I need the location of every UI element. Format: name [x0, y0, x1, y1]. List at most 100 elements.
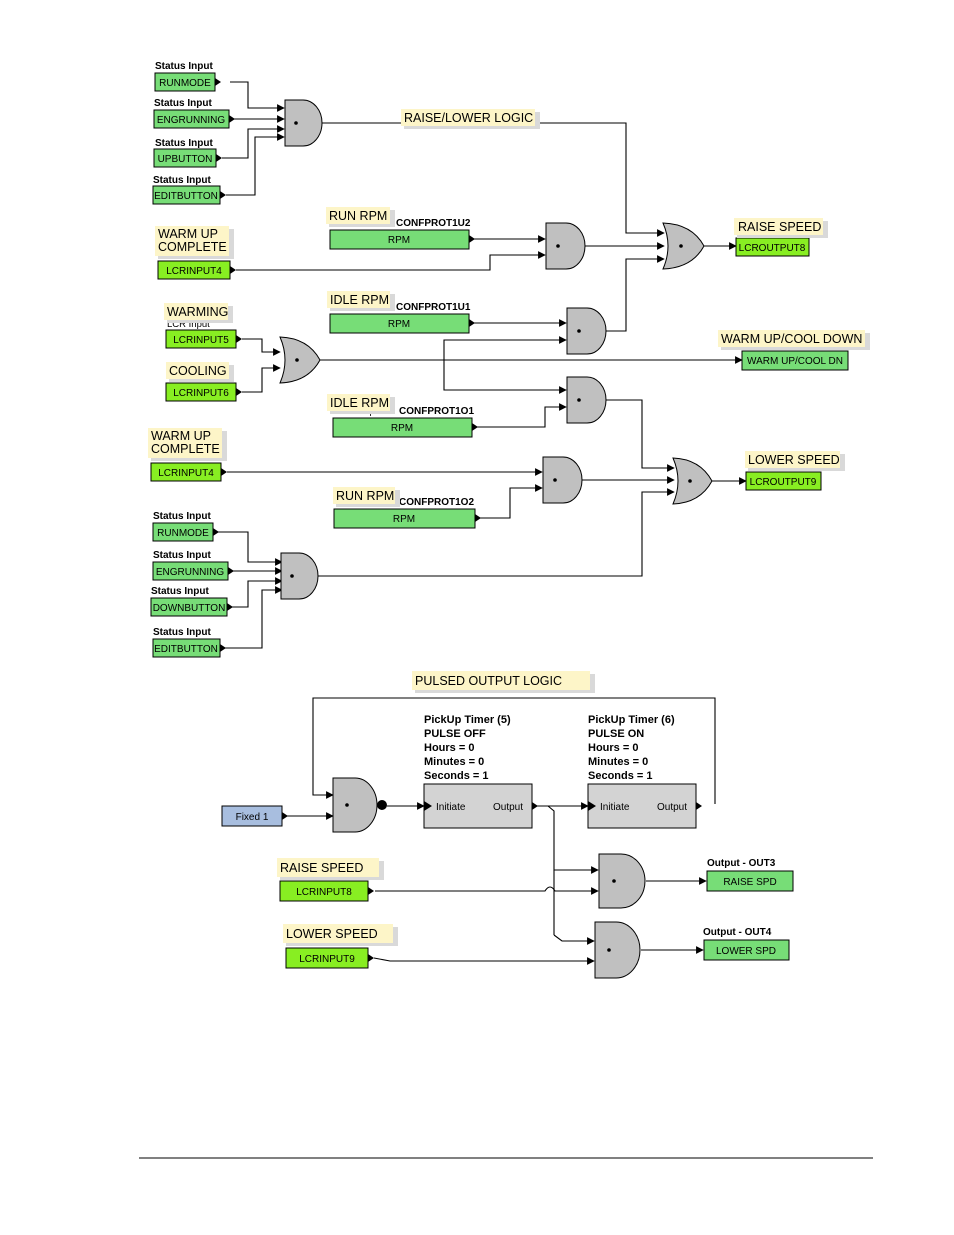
warm-up-cool-dn-output: WARM UP/COOL DN — [741, 350, 849, 371]
confprot-label: CONFPROT1U2 — [396, 218, 471, 229]
pickup-timer-5: PickUp Timer (5) PULSE OFF Hours = 0 Min… — [423, 714, 538, 829]
note-text: LOWER SPEED — [748, 453, 840, 467]
rpm-input-idle-top: CONFPROT1U1 RPM — [329, 302, 475, 334]
output-label: LCROUTPUT8 — [739, 243, 806, 254]
timer-output: Output — [657, 802, 687, 813]
input-label: LCRINPUT6 — [173, 388, 229, 399]
input-label: RUNMODE — [159, 78, 211, 89]
and-gate-lower-buttons — [280, 552, 319, 600]
lower-status-inputs: RUNMODE ENGRUNNING DOWNBUTTON EDITBUTTON — [150, 522, 234, 658]
and-gate-run-rpm — [545, 222, 586, 270]
rpm-label: RPM — [388, 235, 410, 246]
input-label: DOWNBUTTON — [153, 603, 226, 614]
note-run-rpm-top: RUN RPM — [326, 207, 395, 227]
input-label: LCRINPUT9 — [299, 954, 355, 965]
note-warm-up-complete-bottom: WARM UP COMPLETE — [148, 428, 227, 461]
lcr-input-caption: LCR Input — [167, 319, 210, 330]
rpm-label: RPM — [388, 319, 410, 330]
gates — [279, 99, 713, 979]
raise-spd-output: Output - OUT3 RAISE SPD — [706, 858, 794, 892]
raise-status-inputs: RUNMODE ENGRUNNING UPBUTTON EDITBUTTON — [152, 72, 235, 205]
status-input-editbutton: EDITBUTTON — [152, 638, 226, 658]
input-label: EDITBUTTON — [154, 644, 218, 655]
status-input-runmode: RUNMODE — [152, 522, 219, 542]
confprot-label: CONFPROT1O1 — [399, 406, 474, 417]
note-text: WARMING — [167, 305, 228, 319]
note-raise-lower-logic: RAISE/LOWER LOGIC — [401, 109, 540, 129]
status-input-label: Status Input — [154, 98, 212, 109]
status-input-label: Status Input — [153, 627, 211, 638]
lower-spd-output: Output - OUT4 LOWER SPD — [703, 927, 790, 961]
timer-hours: Hours = 0 — [588, 742, 638, 754]
output-label: LCROUTPUT9 — [750, 477, 817, 488]
note-idle-rpm-bottom: IDLE RPM — [327, 394, 395, 414]
rpm-label: RPM — [393, 514, 415, 525]
rpm-input-run-top: CONFPROT1U2 RPM — [329, 218, 475, 250]
output-label: RAISE SPD — [723, 877, 776, 888]
timer-title: PickUp Timer (6) — [588, 714, 675, 726]
status-input-upbutton: UPBUTTON — [153, 148, 222, 168]
status-input-labels: Status Input Status Input Status Input S… — [151, 61, 213, 638]
note-labels: RAISE/LOWER LOGIC WARM UP COMPLETE RUN R… — [148, 109, 870, 946]
input-label: RUNMODE — [157, 528, 209, 539]
lcr-input-4-bottom: LCRINPUT4 — [150, 462, 227, 482]
lcr-input-8: LCRINPUT8 — [279, 880, 374, 902]
note-warming: WARMING — [164, 303, 233, 323]
output-label: LOWER SPD — [716, 946, 776, 957]
note-idle-rpm-top: IDLE RPM — [327, 291, 395, 311]
fixed-1-input: Fixed 1 — [221, 805, 288, 827]
status-input-label: Status Input — [155, 61, 213, 72]
timer-seconds: Seconds = 1 — [424, 770, 489, 782]
input-label: LCRINPUT4 — [166, 266, 222, 277]
input-label: LCRINPUT4 — [158, 468, 214, 479]
note-text: WARM UP — [151, 429, 211, 443]
fixed-label: Fixed 1 — [236, 812, 269, 823]
timer-seconds: Seconds = 1 — [588, 770, 653, 782]
note-warm-up-cool-down: WARM UP/COOL DOWN — [718, 330, 870, 350]
output-caption: Output - OUT4 — [703, 927, 772, 938]
status-input-engrunning: ENGRUNNING — [152, 561, 234, 581]
note-text: IDLE RPM — [330, 396, 389, 410]
status-input-engrunning: ENGRUNNING — [153, 109, 235, 129]
note-text: RAISE/LOWER LOGIC — [404, 111, 533, 125]
timer-hours: Hours = 0 — [424, 742, 474, 754]
and-gate-raise-buttons — [284, 99, 323, 147]
or-gate-raise — [662, 222, 705, 270]
and-gate-idle-rpm-bottom — [566, 376, 607, 424]
note-cooling: COOLING — [166, 362, 234, 382]
timer-minutes: Minutes = 0 — [424, 756, 484, 768]
status-input-label: Status Input — [155, 138, 213, 149]
status-input-editbutton: EDITBUTTON — [152, 185, 226, 205]
note-text: RAISE SPEED — [280, 861, 363, 875]
status-input-downbutton: DOWNBUTTON — [150, 597, 233, 617]
note-lower-speed: LOWER SPEED — [745, 451, 845, 471]
note-text: PULSED OUTPUT LOGIC — [415, 674, 562, 688]
lcr-input-5: LCR Input LCRINPUT5 — [165, 319, 242, 349]
or-gate-lower — [672, 457, 713, 505]
pickup-timer-6: PickUp Timer (6) PULSE ON Hours = 0 Minu… — [587, 714, 702, 829]
input-label: ENGRUNNING — [156, 567, 225, 578]
note-text: RAISE SPEED — [738, 220, 821, 234]
output-label: WARM UP/COOL DN — [747, 356, 843, 367]
status-input-runmode: RUNMODE — [154, 72, 221, 92]
note-text: COMPLETE — [151, 442, 220, 456]
input-label: LCRINPUT5 — [173, 335, 229, 346]
input-label: ENGRUNNING — [157, 115, 226, 126]
rpm-label: RPM — [391, 423, 413, 434]
note-text: LOWER SPEED — [286, 927, 378, 941]
timer-minutes: Minutes = 0 — [588, 756, 648, 768]
output-caption: Output - OUT3 — [707, 858, 776, 869]
lcr-input-4-top: LCRINPUT4 — [157, 260, 236, 280]
status-input-label: Status Input — [153, 511, 211, 522]
note-run-rpm-bottom: RUN RPM — [333, 487, 400, 507]
note-text: RUN RPM — [336, 489, 394, 503]
note-raise-speed-pulsed: RAISE SPEED — [277, 858, 384, 880]
confprot-label: CONFPROT1O2 — [399, 497, 474, 508]
and-gate-run-rpm-bottom — [542, 456, 583, 504]
note-pulsed-output-logic: PULSED OUTPUT LOGIC — [412, 671, 595, 693]
status-input-label: Status Input — [153, 175, 211, 186]
timer-mode: PULSE OFF — [424, 728, 486, 740]
connection-wires — [217, 81, 747, 965]
